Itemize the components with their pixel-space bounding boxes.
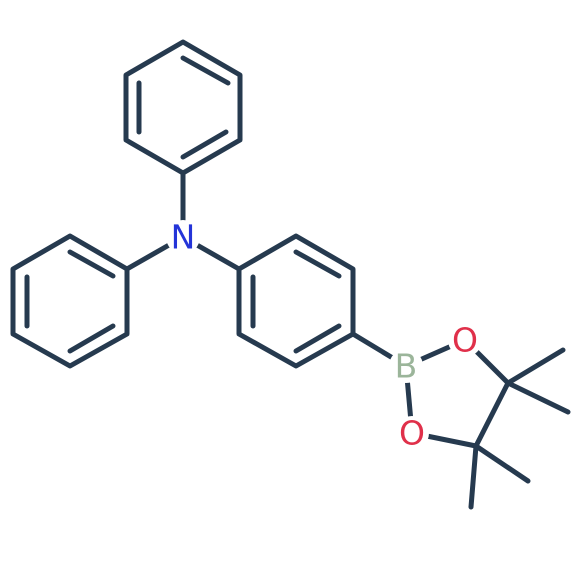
central-ring-double-bond-1 bbox=[293, 249, 342, 279]
nitrogen-label: N bbox=[171, 218, 196, 257]
methyl-bond-3 bbox=[473, 443, 531, 484]
top-ring-double-bond-1 bbox=[180, 55, 231, 86]
atom-boron: B bbox=[389, 347, 423, 386]
left-phenyl-ring bbox=[10, 233, 130, 369]
atom-nitrogen: N bbox=[166, 218, 200, 257]
atom-oxygen-1: O bbox=[448, 321, 482, 360]
methyl-bond-1 bbox=[505, 347, 566, 386]
methyl-bond-4 bbox=[468, 443, 479, 510]
central-phenylene-ring bbox=[236, 233, 356, 369]
oxygen-label-1: O bbox=[452, 321, 478, 360]
central-ring-double-bond-2 bbox=[293, 323, 342, 354]
central-ring-bonds bbox=[236, 233, 356, 369]
top-ring-double-bond-2 bbox=[180, 129, 229, 160]
left-ring-bonds bbox=[10, 233, 130, 369]
boron-label: B bbox=[395, 347, 418, 386]
top-ring-bonds bbox=[123, 39, 243, 176]
left-ring-double-bond-2 bbox=[67, 323, 116, 354]
atom-oxygen-2: O bbox=[395, 414, 429, 453]
bond-c-c bbox=[473, 380, 511, 449]
top-phenyl-ring bbox=[123, 39, 243, 176]
oxygen-label-2: O bbox=[399, 414, 425, 453]
left-ring-double-bond-1 bbox=[67, 249, 116, 279]
methyl-bond-2 bbox=[505, 380, 571, 415]
